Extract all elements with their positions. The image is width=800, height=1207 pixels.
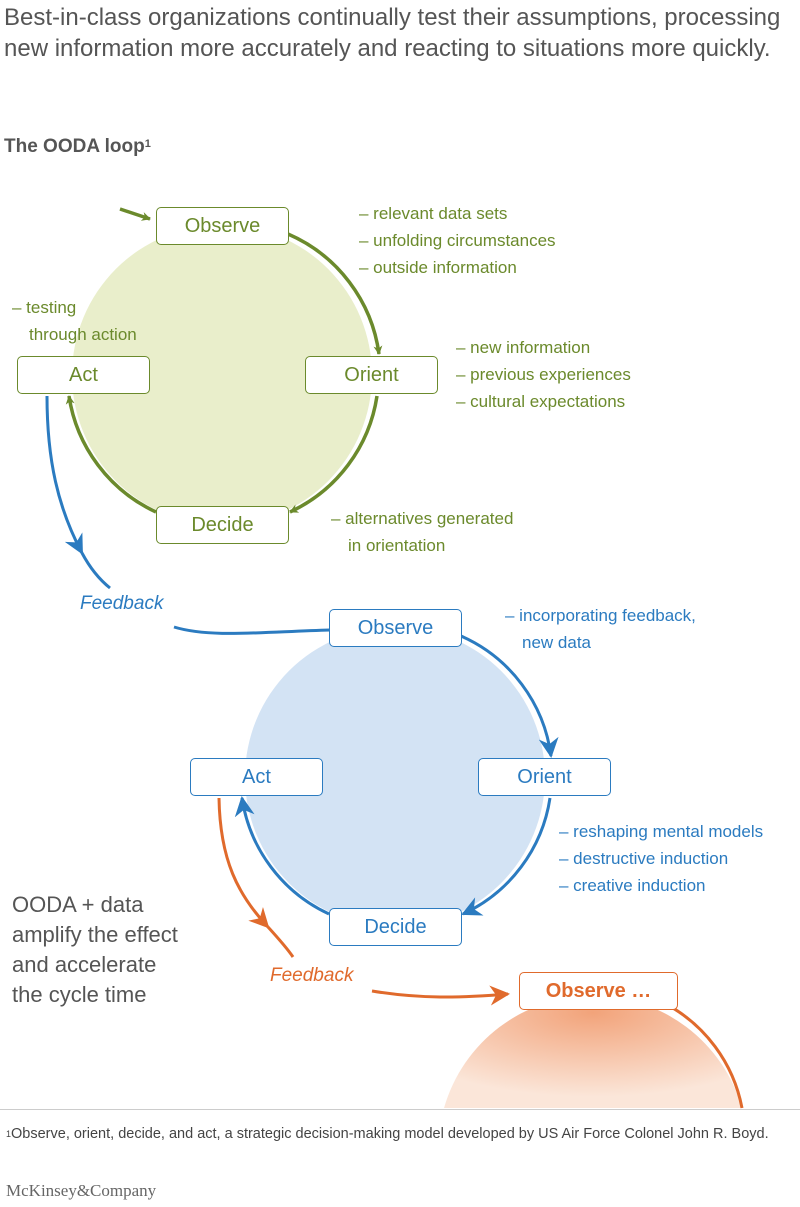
loop2-orient-notes: – reshaping mental models – destructive … [559,818,763,899]
loop2-orient-node: Orient [478,758,611,796]
loop2-decide-node: Decide [329,908,462,946]
loop2-fill [245,627,545,927]
footnote-text: Observe, orient, decide, and act, a stra… [11,1126,769,1142]
note-item: new data [522,633,591,652]
loop1-arc-orient-decide [289,395,379,514]
loop2-arc-decide-act [234,796,330,916]
loop1-arc-observe-orient [287,232,383,355]
note-item: – incorporating feedback, [505,606,696,625]
note-item: – outside information [359,258,517,277]
footnote-marker: 1 [144,138,151,150]
note-item: – relevant data sets [359,204,508,223]
diagram-title: The OODA loop1 [4,136,151,158]
note-item: through action [29,325,137,344]
note-item: – previous experiences [456,365,631,384]
loop1-fill [72,225,372,525]
diagram-title-text: The OODA loop [4,136,145,157]
note-item: in orientation [348,536,446,555]
note-item: – creative induction [559,876,706,895]
note-item: – cultural expectations [456,392,626,411]
note-item: – destructive induction [559,849,729,868]
loop3-observe-node: Observe … [519,972,678,1010]
footnote-number: 1 [6,1129,12,1139]
loop1-decide-notes: – alternatives generated in orientation [331,505,513,559]
loop2-observe-node: Observe [329,609,462,647]
loop1-observe-notes: – relevant data sets – unfolding circums… [359,200,556,281]
note-item: – testing [12,298,77,317]
callout-line: amplify the effect [12,922,178,947]
loop3-fill [444,995,742,1108]
loop1-orient-node: Orient [305,356,438,394]
brand-logo: McKinsey&Company [6,1181,157,1200]
footnote: 1Observe, orient, decide, and act, a str… [6,1124,786,1144]
feedback2-line-c [371,985,510,1006]
feedback1-line-c [173,625,331,635]
footnote-divider [0,1109,800,1110]
callout-line: and accelerate [12,952,157,977]
feedback1-line-b [80,552,111,590]
note-item: – new information [456,338,591,357]
loop1-entry-arrow [119,207,151,221]
loop2-arc-observe-orient [460,634,559,758]
loop1-orient-notes: – new information – previous experiences… [456,334,631,415]
feedback2-line-a [217,797,270,929]
loop2-act-node: Act [190,758,323,796]
loop1-arc-decide-act [65,395,157,514]
loop3-arc [663,1001,744,1109]
loop2-observe-notes: – incorporating feedback, new data [505,602,696,656]
headline: Best-in-class organizations continually … [4,4,781,62]
note-item: – alternatives generated [331,509,514,528]
loop1-observe-node: Observe [156,207,289,245]
loop1-decide-node: Decide [156,506,289,544]
feedback1-line-a [45,395,84,555]
feedback2-label: Feedback [270,965,354,986]
feedback1-label: Feedback [80,593,164,614]
callout-line: OODA + data [12,892,144,917]
note-item: – reshaping mental models [559,822,764,841]
note-item: – unfolding circumstances [359,231,556,250]
loop2-arc-orient-decide [461,797,552,916]
loop1-act-node: Act [17,356,150,394]
callout-line: the cycle time [12,982,147,1007]
feedback2-line-b [266,925,295,958]
callout: OODA + data amplify the effect and accel… [12,890,178,1010]
loop1-act-notes: – testing through action [12,294,137,348]
